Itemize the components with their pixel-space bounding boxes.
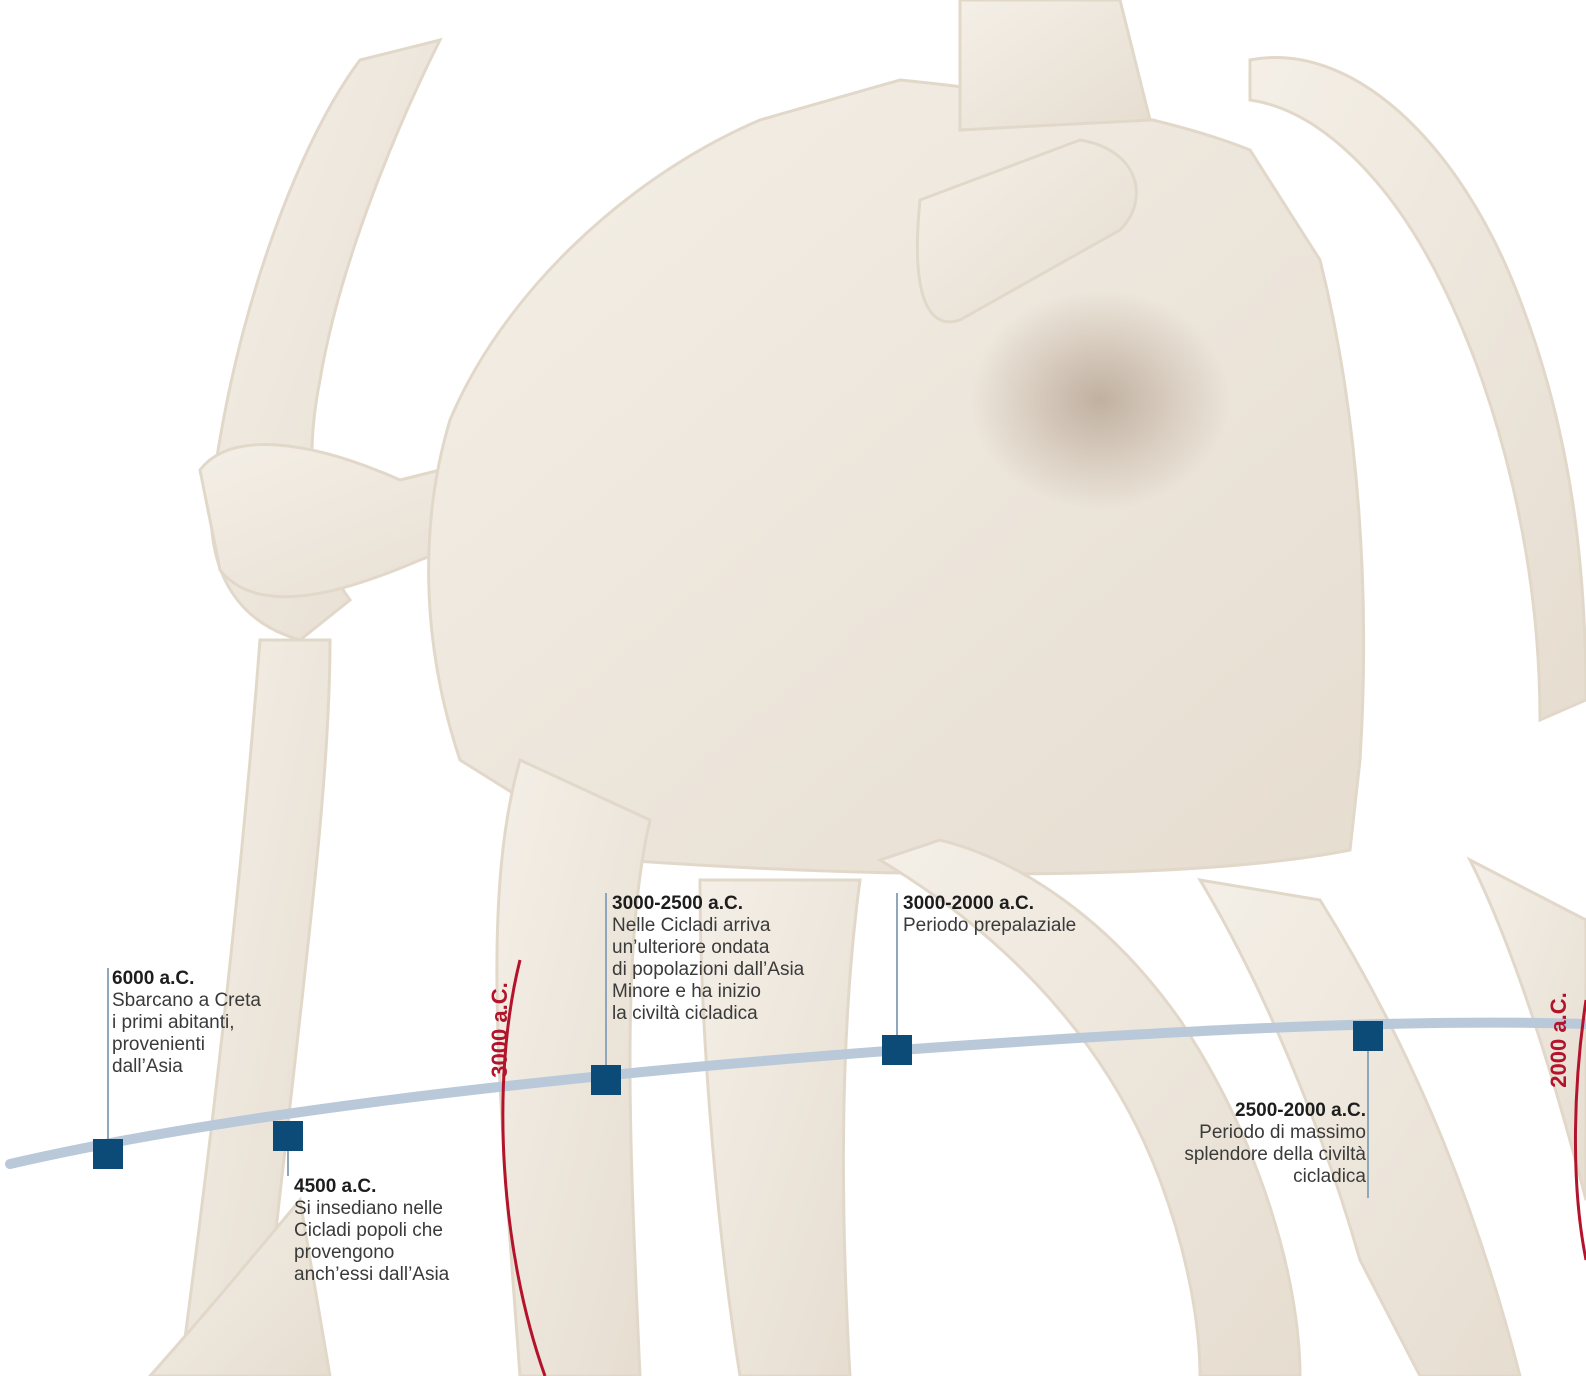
event-text: Sbarcano a Creta i primi abitanti, prove… xyxy=(112,990,322,1078)
event-6000: 6000 a.C. Sbarcano a Creta i primi abita… xyxy=(106,968,322,1078)
event-date: 3000-2000 a.C. xyxy=(903,893,1133,915)
era-label: 3000 a.C. xyxy=(487,982,512,1077)
event-date: 4500 a.C. xyxy=(294,1176,494,1198)
event-3000-2000: 3000-2000 a.C. Periodo prepalaziale xyxy=(897,893,1133,937)
statue-shadow xyxy=(970,290,1230,510)
timeline-marker xyxy=(273,1121,303,1151)
event-date: 3000-2500 a.C. xyxy=(612,893,862,915)
event-date: 6000 a.C. xyxy=(112,968,322,990)
event-text: Nelle Cicladi arriva un’ulteriore ondata… xyxy=(612,915,862,1025)
timeline-marker xyxy=(93,1139,123,1169)
timeline-marker xyxy=(882,1035,912,1065)
event-text: Periodo prepalaziale xyxy=(903,915,1133,937)
event-text: Si insediano nelle Cicladi popoli che pr… xyxy=(294,1198,494,1286)
event-text: Periodo di massimo splendore della civil… xyxy=(1124,1122,1366,1188)
event-4500: 4500 a.C. Si insediano nelle Cicladi pop… xyxy=(288,1176,494,1286)
timeline-marker xyxy=(1353,1021,1383,1051)
event-date: 2500-2000 a.C. xyxy=(1124,1100,1366,1122)
event-3000-2500: 3000-2500 a.C. Nelle Cicladi arriva un’u… xyxy=(606,893,862,1025)
era-label: 2000 a.C. xyxy=(1546,992,1571,1087)
event-2500-2000: 2500-2000 a.C. Periodo di massimo splend… xyxy=(1124,1100,1372,1188)
timeline-marker xyxy=(591,1065,621,1095)
